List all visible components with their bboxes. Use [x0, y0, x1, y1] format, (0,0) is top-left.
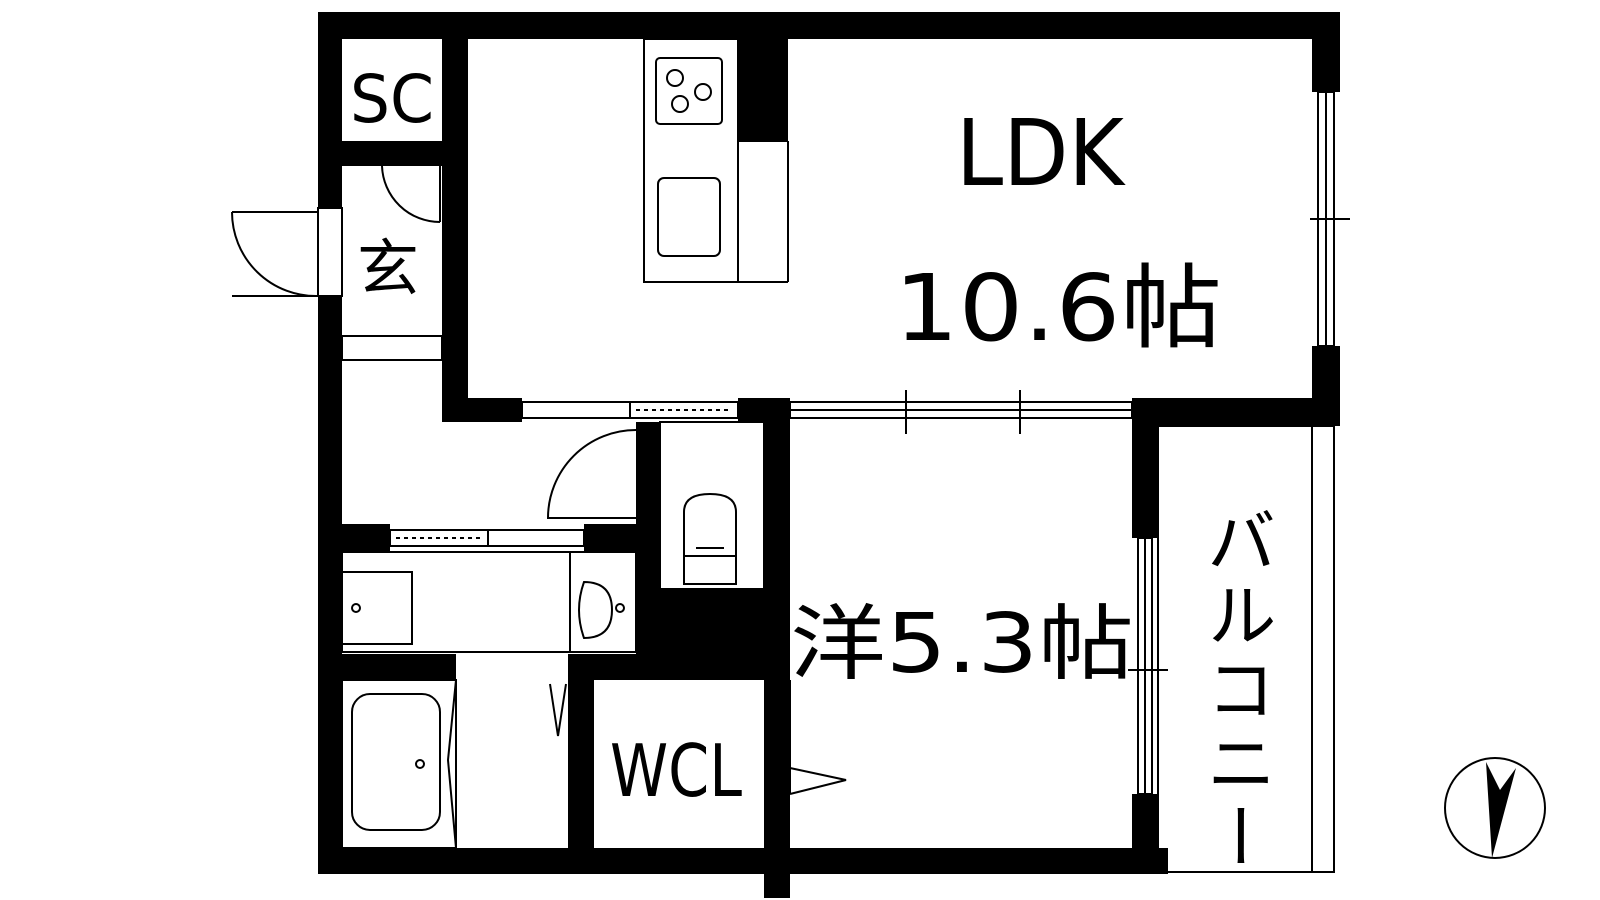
entrance-label: 玄 [357, 232, 419, 305]
kitchen-column [738, 39, 788, 141]
toilet-left-wall [636, 422, 660, 590]
toilet-icon [659, 421, 765, 591]
north-arrow-icon [1444, 757, 1546, 859]
right-wall-upper [1312, 12, 1340, 92]
wcl-top-wall [594, 654, 790, 680]
bath-top-wall [342, 654, 456, 680]
bathtub-icon [341, 679, 457, 849]
washroom-top-wall [342, 524, 390, 552]
bath-door [446, 679, 457, 849]
room-labels: LDK 10.6帖 洋5.3帖 SC 玄 WCL バルコニー [350, 61, 1277, 875]
sc-door [381, 165, 441, 223]
bottom-wall [318, 848, 1168, 874]
western-right-wall-upper [1132, 398, 1158, 538]
outer-walls [318, 12, 1340, 874]
washroom-top-wall-2 [584, 524, 660, 552]
ldk-bottom-wall-right [1132, 398, 1340, 426]
kitchen-sink-icon [657, 177, 721, 257]
shoe-closet-label: SC [350, 61, 434, 138]
gas-stove-icon [655, 57, 723, 125]
windows [789, 91, 1350, 795]
sc-bottom-wall [342, 141, 442, 166]
balcony-label: バルコニー [1195, 505, 1277, 875]
ldk-size-label: 10.6帖 [894, 255, 1222, 362]
balcony-outline [1157, 425, 1335, 873]
western-room-label: 洋5.3帖 [790, 597, 1134, 692]
top-wall [318, 12, 1340, 39]
entrance-door [231, 211, 319, 298]
kitchen-counter [643, 38, 789, 283]
western-right-wall-lower [1132, 794, 1158, 874]
inner-walls [342, 39, 1340, 898]
left-wall-lower [318, 296, 342, 874]
doors [231, 145, 847, 849]
left-wall [318, 12, 342, 208]
wcl-door [789, 767, 847, 795]
washing-machine-icon [341, 551, 571, 653]
toilet-door [546, 429, 637, 519]
ldk-name-label: LDK [956, 100, 1126, 207]
washbasin-icon [569, 551, 637, 653]
ldk-bottom-wall-left [442, 398, 522, 422]
bath-right-wall [568, 654, 594, 874]
walk-in-closet-label: WCL [610, 729, 742, 813]
entrance-partition [442, 39, 468, 422]
